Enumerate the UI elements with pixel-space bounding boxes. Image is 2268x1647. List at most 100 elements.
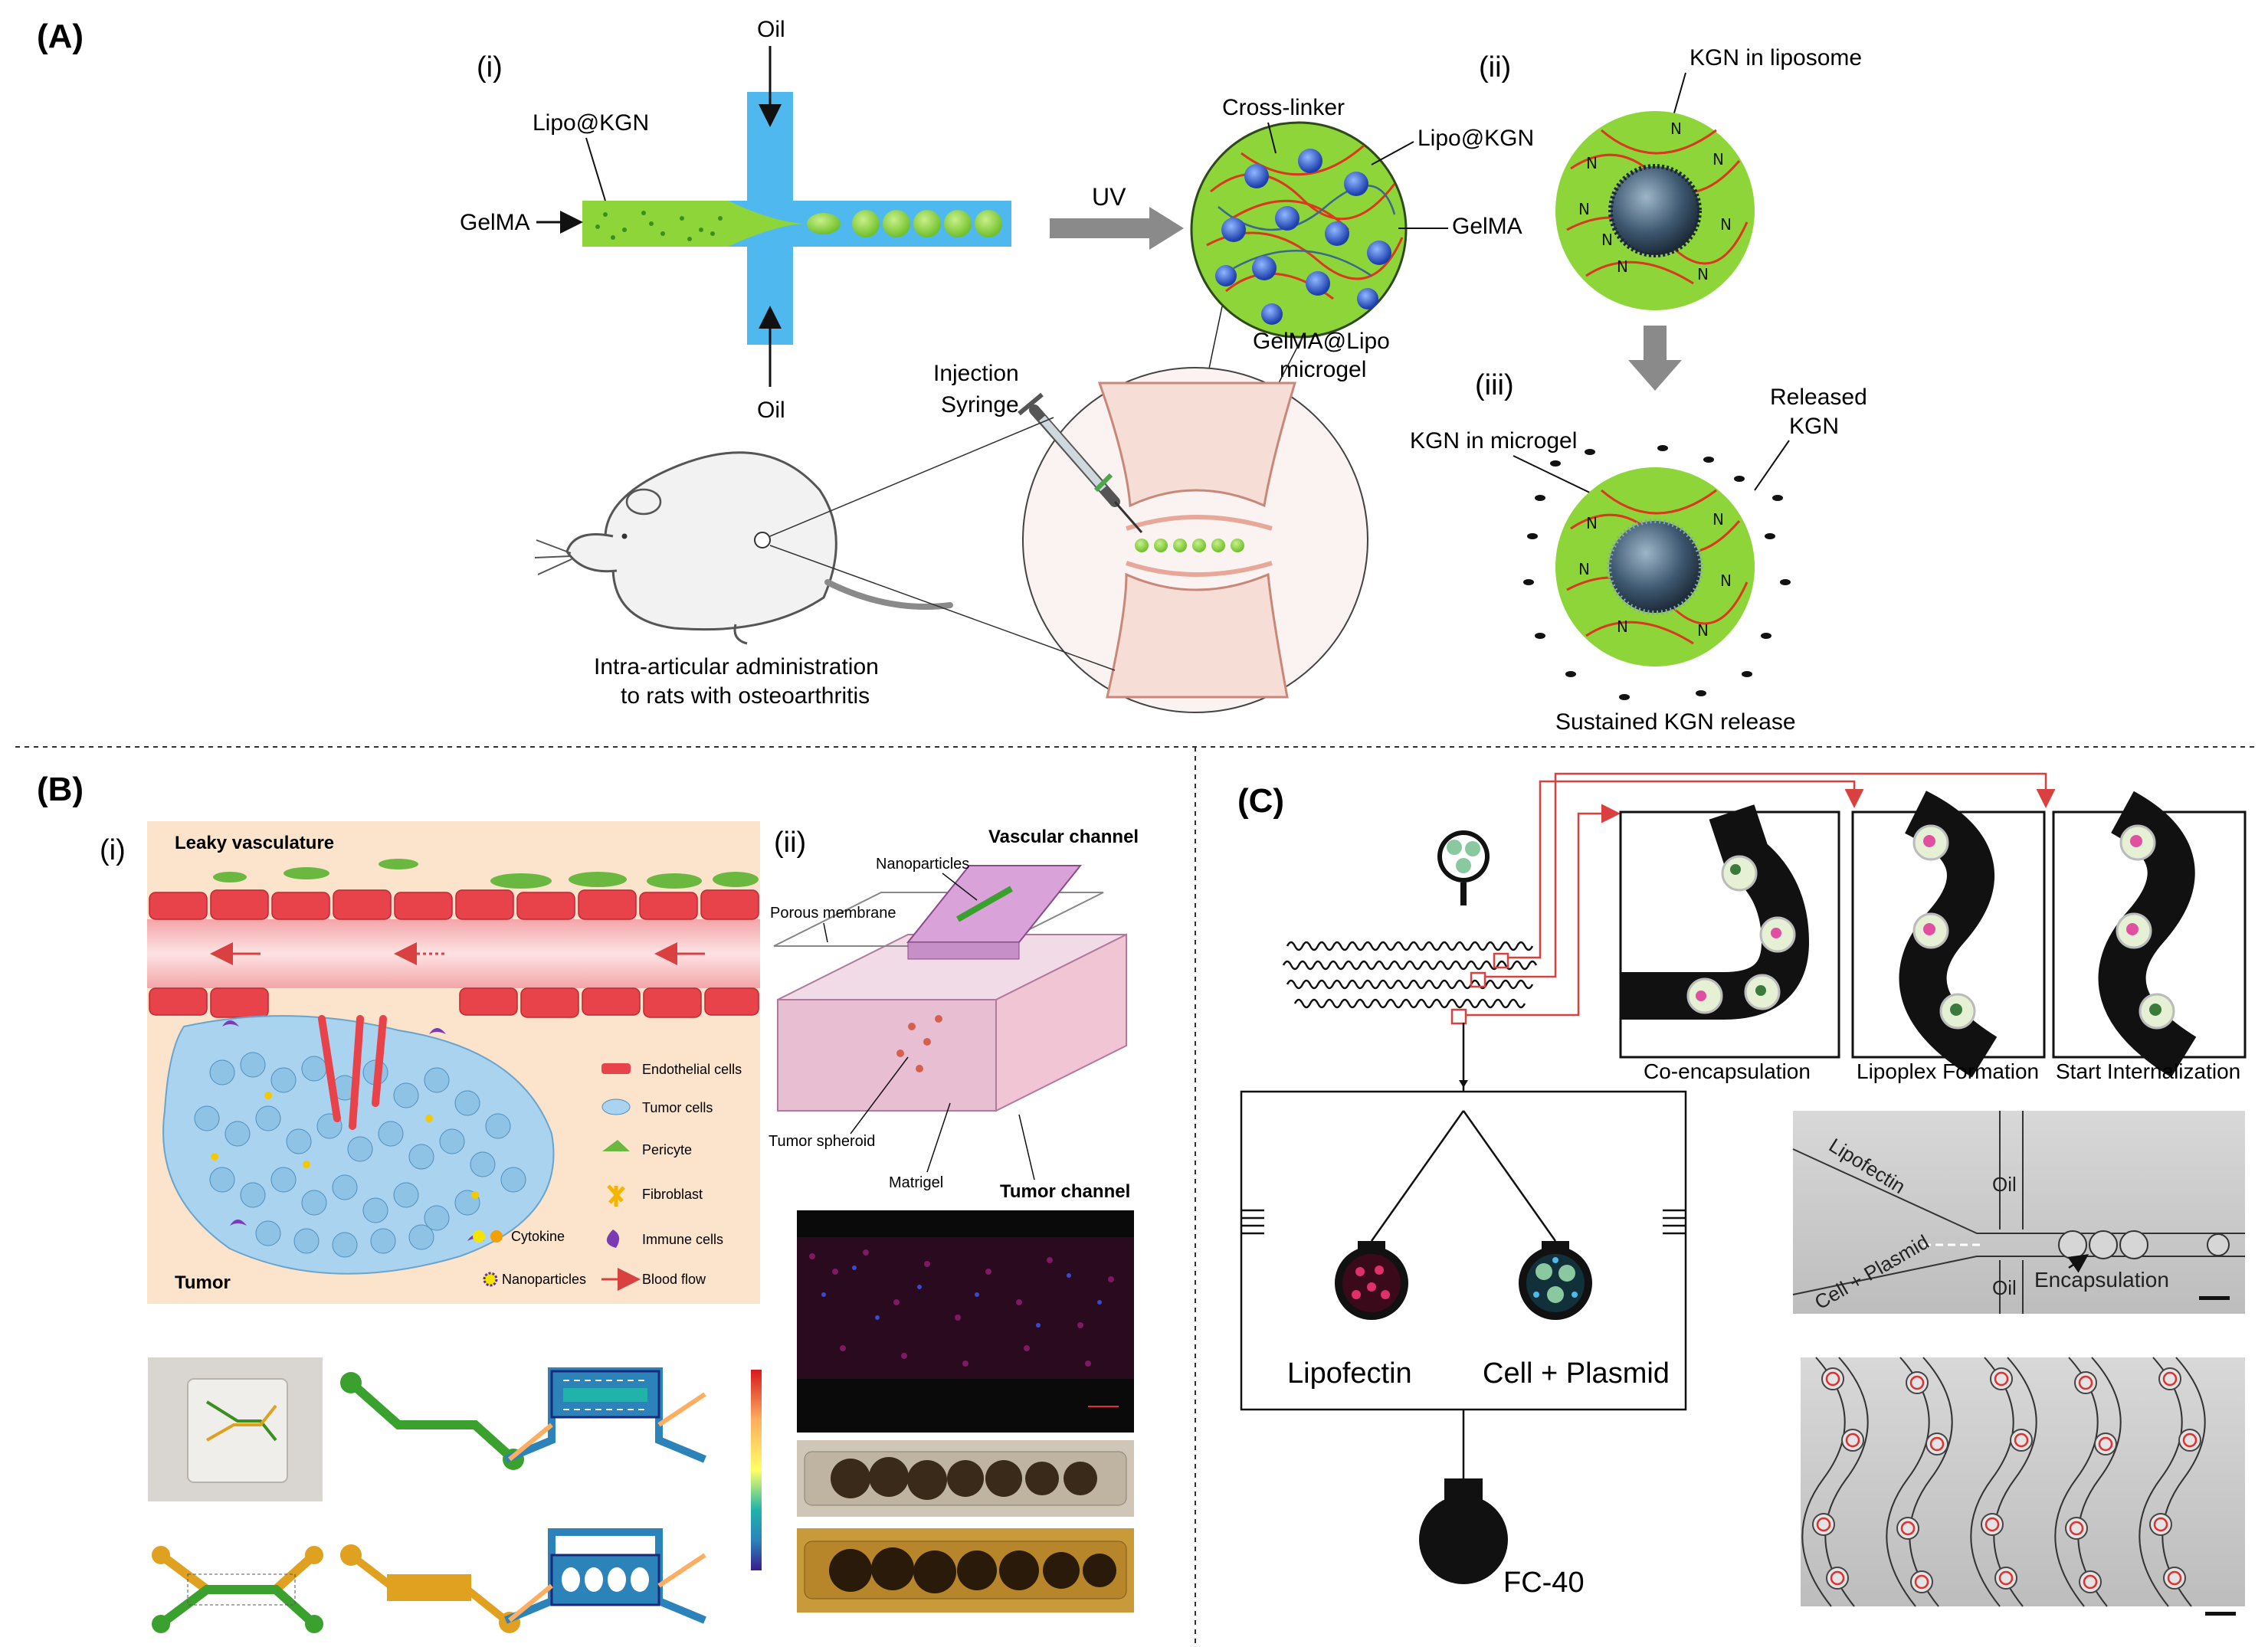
micro-encapsulation-label: Encapsulation [2034,1268,2169,1292]
micrograph-encapsulation [1792,1111,2245,1314]
internalization-label: Start Internalization [2056,1059,2240,1083]
nanoparticles-label: Nanoparticles [876,856,969,873]
cell-plasmid-reservoir-icon [1519,1241,1592,1320]
pericytes [213,859,759,889]
legend-immune: Immune cells [642,1232,723,1247]
panel-a-label: (A) [37,18,84,55]
co-encapsulation-label: Co-encapsulation [1644,1059,1811,1083]
matrigel-label: Matrigel [889,1174,943,1191]
endothelial-cells-bottom [149,987,759,1018]
legend-cytokine: Cytokine [511,1229,565,1244]
flow-simulation-top [504,1367,706,1463]
droplet [852,210,880,237]
oil-top-label: Oil [757,17,785,42]
fc40-reservoir-icon [1419,1478,1508,1584]
porous-membrane-leader [823,922,828,943]
legend-tumor-cells: Tumor cells [642,1100,713,1115]
tumor-legend: Endothelial cells Tumor cells Pericyte F… [473,1062,742,1291]
uv-arrow-icon [1050,207,1184,250]
legend-pericyte: Pericyte [642,1142,692,1157]
rat-illustration [534,451,953,645]
zoom-box-internalization [2052,791,2247,1078]
channel-diagram-combined [152,1546,323,1633]
syringe-label: Syringe [941,392,1019,417]
fc40-label: FC-40 [1503,1567,1585,1599]
device-outline [1240,1090,1687,1411]
legend-nanoparticles: Nanoparticles [502,1272,586,1287]
svg-text:N: N [1586,154,1598,172]
svg-text:N: N [1670,120,1682,138]
lipo-kgn-right-leader [1371,141,1414,165]
svg-text:N: N [1578,200,1590,218]
porous-membrane-label: Porous membrane [770,905,896,922]
channel-diagram-orange [340,1544,520,1633]
svg-text:N: N [1697,265,1709,283]
syringe-icon [1018,392,1143,533]
lipofectin-reservoir-icon [1335,1241,1408,1320]
micro-oil-bottom-label: Oil [1992,1276,2017,1299]
released-microgel: N N N N N N [1523,445,1791,700]
tumor-channel-leader [1018,1114,1035,1180]
kgn-in-microgel-label: KGN in microgel [1410,428,1577,453]
gelma-label: GelMA [460,210,530,235]
legend-blood-flow: Blood flow [642,1272,706,1287]
zoom-line [769,417,1054,537]
cross-linker-leader [1267,122,1277,154]
svg-text:N: N [1586,514,1598,532]
svg-text:N: N [1697,621,1709,640]
cross-linker-label: Cross-linker [1222,95,1345,120]
admin-label-line2: to rats with osteoarthritis [621,683,870,709]
released-leader [1754,440,1790,491]
svg-text:N: N [1720,571,1732,590]
lipo-kgn-right-label: Lipo@KGN [1418,126,1534,151]
legend-endothelial: Endothelial cells [642,1062,742,1077]
flow-simulation-bottom [504,1528,706,1624]
droplet [975,210,1002,237]
endothelial-cells-top [149,889,759,920]
panel-c-label: (C) [1237,782,1284,820]
panel-b: (B) (i) Leaky vasculature [37,771,1139,1633]
sustained-label: Sustained KGN release [1555,709,1796,735]
fluorescence-image [797,1210,1134,1433]
chip-3d-diagram [773,865,1127,1112]
released-label-line2: KGN [1789,414,1839,439]
knee-joint-illustration [1022,367,1368,713]
release-arrow-icon [1628,326,1682,391]
droplet [883,210,910,237]
svg-text:N: N [1617,257,1628,276]
oil-bottom-label: Oil [757,398,785,423]
svg-text:N: N [1712,510,1724,529]
svg-text:N: N [1578,560,1590,578]
lipoplex-label: Lipoplex Formation [1857,1059,2039,1083]
lipo-kgn-leader [585,137,606,201]
svg-text:N: N [1720,215,1732,234]
tumor-label: Tumor [175,1272,231,1293]
zoom-box-lipoplex [1851,791,2046,1078]
panel-c: (C) [1237,772,2247,1616]
leaky-label: Leaky vasculature [175,833,334,853]
cell-plasmid-label: Cell + Plasmid [1483,1357,1670,1390]
tumor-mass [162,1015,555,1275]
zoom-box-co-encapsulation [1619,804,1840,1059]
microgel-label-line1: GelMA@Lipo [1253,329,1390,354]
color-scale-bar [751,1370,762,1570]
matrigel-leader [926,1102,951,1173]
tumor-channel-label: Tumor channel [1000,1181,1130,1202]
panel-b-label: (B) [37,771,84,808]
channel-diagram-green [340,1372,524,1470]
lipo-dots [595,211,723,241]
droplet [944,210,972,237]
micrograph-serpentine [1801,1357,2245,1616]
tumor-spheroid-leader [850,1056,909,1135]
svg-text:N: N [1617,617,1628,636]
uv-label: UV [1092,183,1126,211]
droplet [913,210,941,237]
nanoparticles-leader [942,873,978,901]
panel-b-sub-i: (i) [100,834,126,866]
panel-a-sub-i: (i) [477,51,503,83]
zoom-line [769,545,1116,671]
cell-droplet-icon [1437,830,1490,905]
lipofectin-label: Lipofectin [1287,1357,1412,1390]
zoom-connectors [1450,772,2056,1025]
